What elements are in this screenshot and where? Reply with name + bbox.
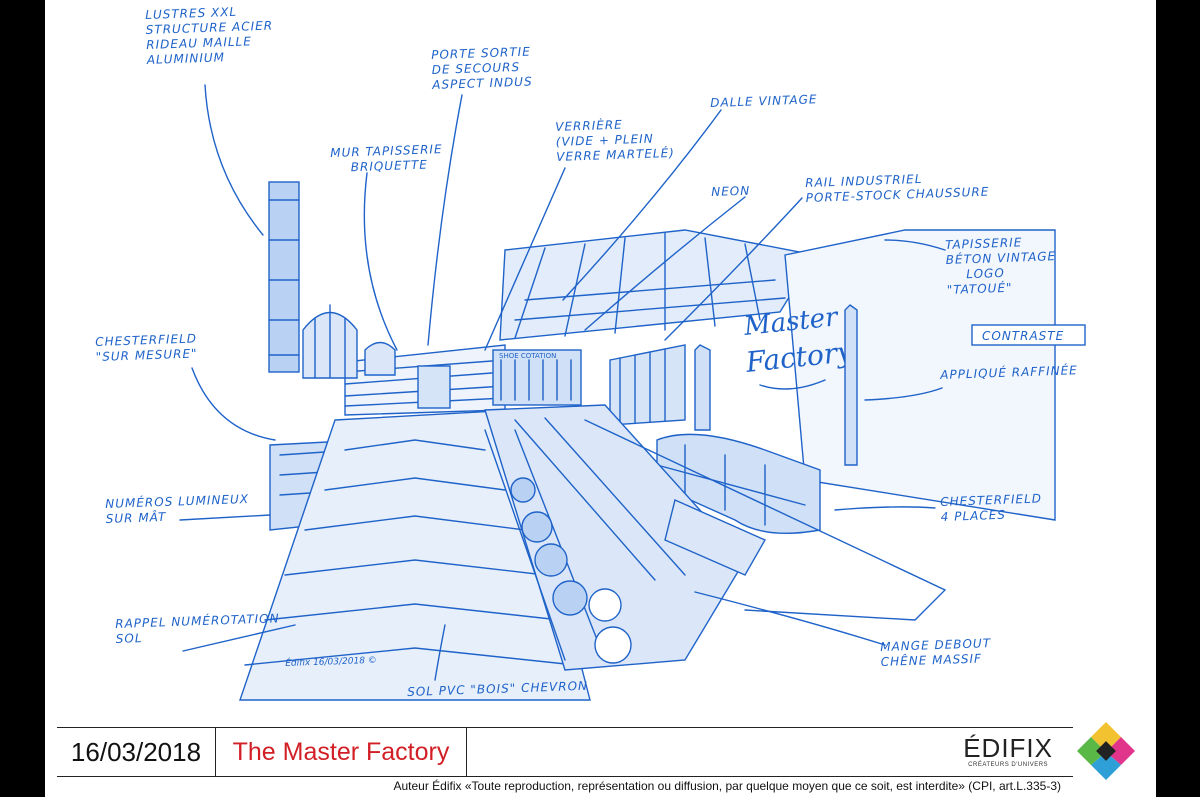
shop-sign-text: SHOE COTATION [499, 352, 556, 360]
project-title: The Master Factory [216, 728, 467, 776]
artist-signature: Édifix 16/03/2018 © [285, 655, 378, 669]
note-contraste: CONTRASTE [982, 329, 1065, 343]
note-chesterfield-sur-mesure: CHESTERFIELD"SUR MESURE" [95, 331, 198, 364]
note-neon: NEON [711, 183, 751, 199]
wall-lamp [844, 304, 858, 466]
chesterfield-sofa [656, 433, 821, 534]
chandelier-xxl [268, 181, 300, 373]
exit-door [417, 365, 451, 409]
copyright-footer: Auteur Édifix «Toute reproduction, repré… [393, 779, 1061, 793]
brand-block: ÉDIFIX CRÉATEURS D'UNIVERS [963, 734, 1053, 768]
leader-lines [179, 84, 946, 681]
edifix-logo-icon [1077, 722, 1135, 780]
rug [664, 499, 766, 576]
brand-tagline: CRÉATEURS D'UNIVERS [968, 762, 1049, 768]
drawing-sheet: SHOE COTATION Master Factory [45, 0, 1156, 797]
project-date: 16/03/2018 [57, 728, 216, 776]
display-balls [510, 477, 632, 664]
interior-sketch: SHOE COTATION Master Factory [179, 84, 1086, 701]
shoe-shelving [609, 344, 686, 426]
contraste-box [971, 324, 1086, 346]
shop-counter [492, 349, 582, 406]
central-bar [484, 404, 746, 671]
brand-name: ÉDIFIX [963, 733, 1053, 763]
chevron-floor [239, 409, 591, 701]
title-block: 16/03/2018 The Master Factory ÉDIFIX CRÉ… [57, 727, 1073, 777]
